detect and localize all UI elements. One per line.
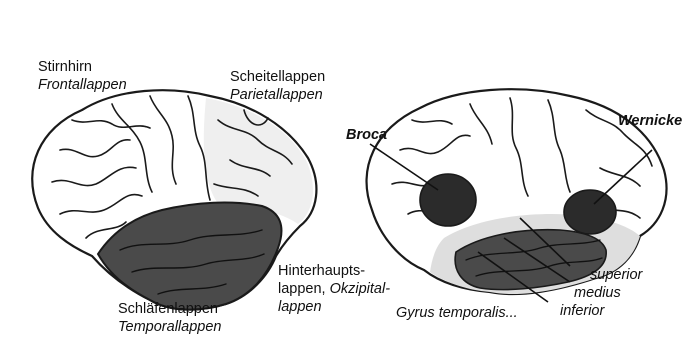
- occipital-lobe-line1: Hinterhaupts-: [278, 262, 390, 280]
- medius-label: medius: [574, 284, 621, 302]
- temporal-lobe-label: Schläfenlappen Temporallappen: [118, 300, 221, 336]
- occipital-lobe-line2: lappen, Okzipital-: [278, 280, 390, 298]
- parietal-lobe-label: Scheitellappen Parietallappen: [230, 68, 325, 104]
- wernicke-area: [564, 190, 616, 234]
- frontal-lobe-german: Stirnhirn: [38, 58, 127, 76]
- parietal-lobe-latin: Parietallappen: [230, 86, 325, 104]
- occipital-lobe-german: lappen,: [278, 281, 330, 297]
- occipital-lobe-line3: lappen: [278, 298, 390, 316]
- frontal-lobe-label: Stirnhirn Frontallappen: [38, 58, 127, 94]
- occipital-lobe-latin: Okzipital-: [330, 281, 390, 297]
- broca-area: [420, 174, 476, 226]
- frontal-lobe-latin: Frontallappen: [38, 76, 127, 94]
- temporal-lobe-german: Schläfenlappen: [118, 300, 221, 318]
- superior-label: superior: [590, 266, 642, 284]
- gyrus-temporalis-label: Gyrus temporalis...: [396, 304, 518, 322]
- broca-label: Broca: [346, 126, 387, 144]
- occipital-lobe-label: Hinterhaupts- lappen, Okzipital- lappen: [278, 262, 390, 316]
- parietal-lobe-german: Scheitellappen: [230, 68, 325, 86]
- temporal-lobe-latin: Temporallappen: [118, 318, 221, 336]
- wernicke-label: Wernicke: [618, 112, 682, 130]
- left-brain: [32, 90, 316, 309]
- inferior-label: inferior: [560, 302, 604, 320]
